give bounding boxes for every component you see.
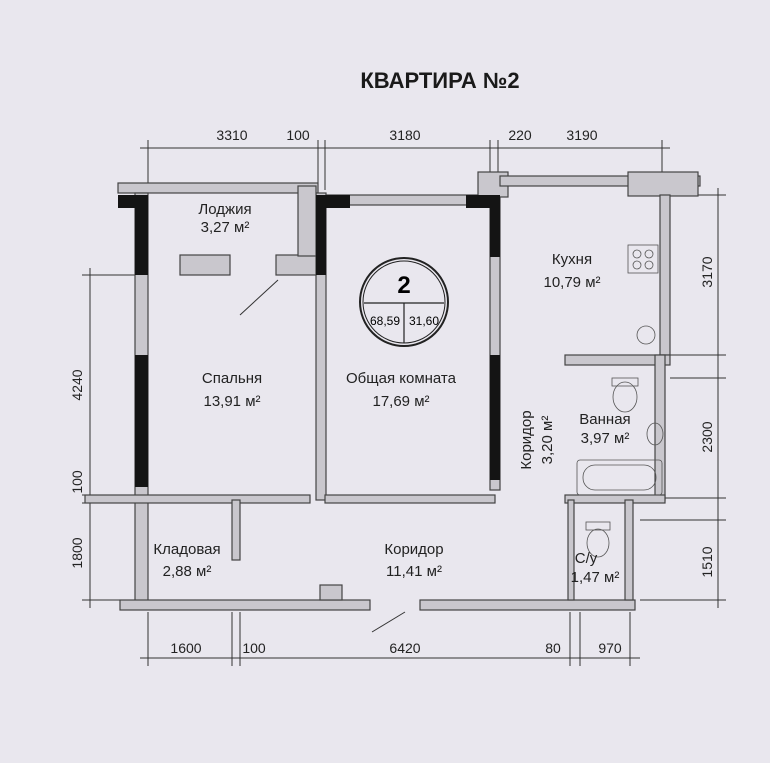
toilet-icon: [612, 381, 638, 413]
room-kitchen-area: 10,79 м²: [543, 274, 600, 291]
room-living-area: 17,69 м²: [372, 393, 429, 410]
badge-living-area: 31,60: [409, 314, 439, 328]
toilet-icon-2: [586, 528, 610, 558]
bathtub-icon: [576, 459, 663, 496]
room-bedroom-name: Спальня: [202, 370, 262, 387]
dim-right-3: 1510: [699, 546, 715, 577]
badge-number: 2: [397, 272, 410, 299]
walls: [84, 171, 701, 633]
apartment-badge: 2 68,59 31,60: [359, 257, 449, 347]
room-kitchen-name: Кухня: [552, 251, 592, 268]
room-loggia-area: 3,27 м²: [201, 219, 250, 236]
room-bathroom-name: Ванная: [579, 411, 630, 428]
room-bedroom-area: 13,91 м²: [203, 393, 260, 410]
dim-bottom-5: 970: [598, 640, 622, 656]
dim-top-3: 3180: [389, 127, 420, 143]
dim-top-1: 3310: [216, 127, 247, 143]
washbasin-icon: [646, 422, 664, 446]
plan-title: КВАРТИРА №2: [360, 68, 519, 93]
room-wc-area: 1,47 м²: [571, 569, 620, 586]
dim-right-2: 2300: [699, 421, 715, 452]
dim-bottom-2: 100: [242, 640, 266, 656]
dim-bottom-1: 1600: [170, 640, 201, 656]
dim-top-2: 100: [286, 127, 310, 143]
dim-left-2: 100: [69, 470, 85, 494]
room-loggia-name: Лоджия: [198, 201, 251, 218]
dim-right-1: 3170: [699, 256, 715, 287]
dim-left-1: 4240: [69, 369, 85, 400]
fixtures: [576, 244, 664, 558]
room-wc-name: С/у: [575, 550, 598, 567]
room-storage-name: Кладовая: [153, 541, 220, 558]
room-corridor-name: Коридор: [384, 541, 443, 558]
room-storage-area: 2,88 м²: [163, 563, 212, 580]
room-living-name: Общая комната: [346, 370, 457, 387]
dim-top-5: 3190: [566, 127, 597, 143]
room-bathroom-area: 3,97 м²: [581, 430, 630, 447]
dim-left-3: 1800: [69, 537, 85, 568]
dim-top-4: 220: [508, 127, 532, 143]
dim-bottom-3: 6420: [389, 640, 420, 656]
room-corridor-small-area: 3,20 м²: [539, 416, 556, 465]
stove-icon: [627, 244, 659, 274]
room-corridor-small-name: Коридор: [518, 410, 535, 469]
sink-icon: [636, 325, 656, 345]
room-corridor-area: 11,41 м²: [386, 563, 442, 580]
badge-total-area: 68,59: [370, 314, 400, 328]
dim-bottom-4: 80: [545, 640, 561, 656]
